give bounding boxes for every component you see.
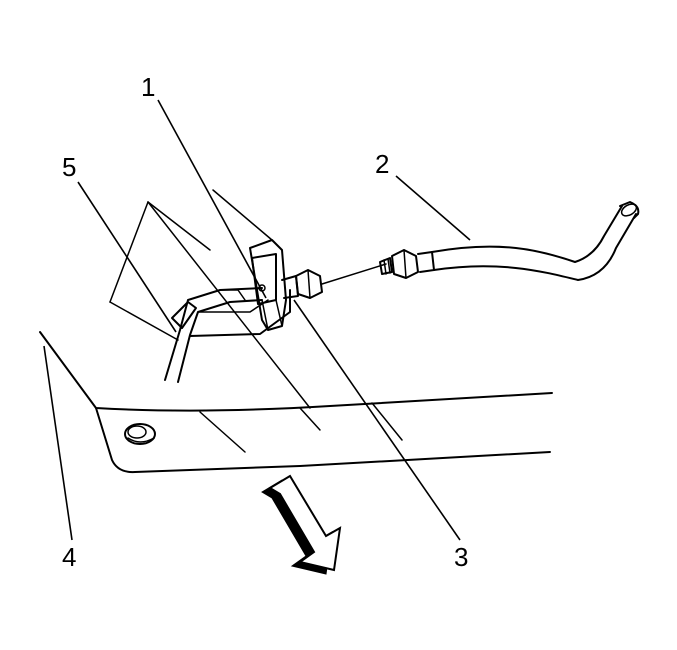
leader-lines	[43, 99, 471, 541]
bracket	[164, 287, 291, 383]
callout-4: 4	[62, 542, 76, 572]
cable-actuator	[249, 239, 299, 331]
rear-panel	[109, 189, 311, 409]
mounting-bolt	[124, 423, 156, 445]
leader-2	[395, 175, 471, 241]
leader-3	[293, 299, 461, 541]
callout-2: 2	[375, 149, 389, 179]
leader-1	[157, 99, 267, 299]
callout-3: 3	[454, 542, 468, 572]
direction-arrow-icon	[261, 474, 342, 575]
callout-1: 1	[141, 72, 155, 102]
callout-5: 5	[62, 152, 76, 182]
leader-5	[77, 181, 177, 333]
cable-assembly	[379, 201, 640, 281]
frame-beam	[39, 331, 553, 474]
cable-end-fitting	[295, 263, 387, 299]
leader-4	[43, 345, 73, 541]
